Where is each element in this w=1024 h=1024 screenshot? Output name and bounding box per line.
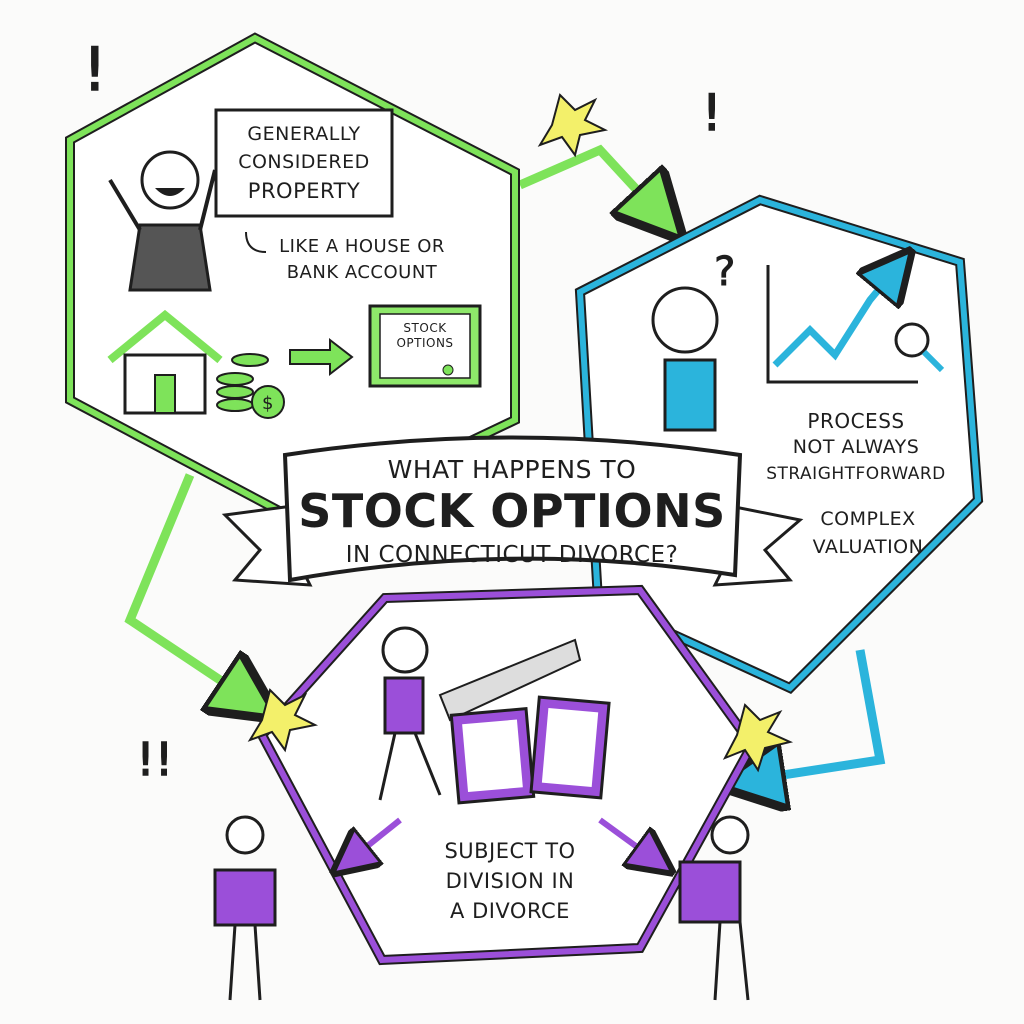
blue-text-line: NOT ALWAYS (793, 436, 920, 458)
certificate-line: STOCK (403, 321, 447, 335)
blue-text-line: STRAIGHTFORWARD (766, 464, 945, 484)
person-holding-half-icon (678, 815, 750, 1001)
purple-text-line: SUBJECT TO (444, 839, 575, 863)
magnifier-icon (894, 322, 945, 373)
blue-text-line: PROCESS (807, 409, 904, 433)
confused-person-icon (651, 286, 719, 432)
blue-text-line: COMPLEX (820, 508, 915, 530)
certificate-line: OPTIONS (396, 336, 453, 350)
callout-line: GENERALLY (247, 123, 360, 145)
green-panel: GENERALLY CONSIDERED PROPERTY LIKE A HOU… (107, 108, 482, 419)
svg-text:$: $ (262, 393, 274, 414)
burst-icon (722, 703, 794, 773)
coin-stack-icon: $ (216, 353, 285, 419)
banner-line-1: WHAT HAPPENS TO (388, 455, 637, 484)
burst-icon (247, 688, 319, 753)
exclamation-icon: ! (702, 84, 723, 142)
callout-box (214, 108, 394, 218)
question-mark-icon: ? (714, 249, 736, 295)
arrow-blue-to-purple (750, 649, 886, 780)
exclamation-icon: ! (83, 35, 108, 105)
purple-panel: SUBJECT TO DIVISION IN A DIVORCE (213, 626, 750, 1001)
note-line: BANK ACCOUNT (287, 262, 438, 283)
banner-line-3: IN CONNECTICUT DIVORCE? (346, 542, 679, 568)
rising-chart-icon (766, 265, 918, 384)
house-icon (107, 309, 223, 415)
arrow-right-icon (289, 337, 354, 377)
torn-certificate-icon (449, 695, 611, 805)
callout-line: CONSIDERED (238, 151, 370, 173)
arrow-green-to-blue (518, 144, 660, 215)
burst-icon (537, 93, 609, 158)
banner-title: STOCK OPTIONS (298, 484, 726, 538)
callout-line: PROPERTY (248, 179, 360, 203)
person-sawing-certificate-icon (378, 626, 582, 801)
stock-certificate-icon: STOCK OPTIONS (368, 304, 482, 388)
person-holding-half-icon (213, 815, 277, 1001)
purple-text-line: A DIVORCE (450, 899, 570, 923)
purple-text-line: DIVISION IN (446, 869, 575, 893)
blue-panel: ? PROCESS NOT ALWAYS STRAIGHTFORWARD COM… (651, 249, 945, 558)
note-line: LIKE A HOUSE OR (279, 236, 445, 257)
arrow-green-to-purple (124, 473, 250, 700)
smiling-businessman-icon (108, 150, 217, 292)
title-banner: WHAT HAPPENS TO STOCK OPTIONS IN CONNECT… (221, 435, 804, 587)
exclamation-icon: !! (136, 733, 173, 786)
blue-text-line: VALUATION (813, 536, 924, 558)
